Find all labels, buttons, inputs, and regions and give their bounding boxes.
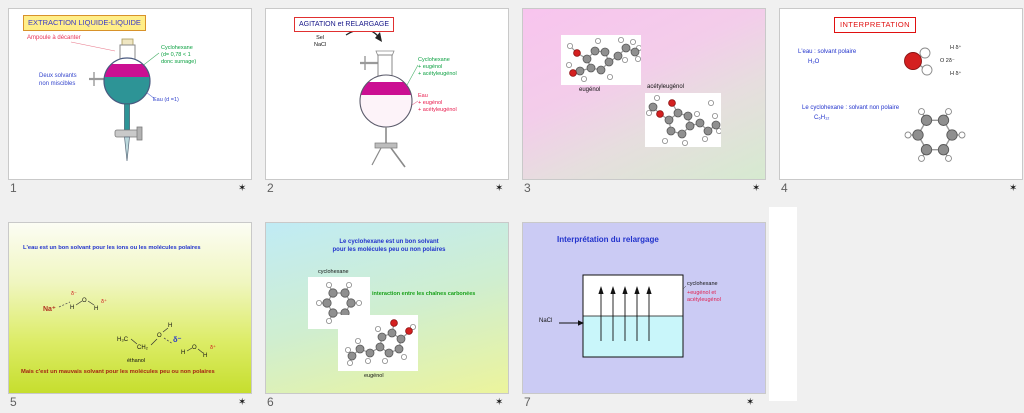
slide1-title: EXTRACTION LIQUIDE-LIQUIDE: [23, 15, 146, 31]
slide3-acetyleugenol-label: acétyleugénol: [647, 84, 685, 90]
ethanol-label: éthanol: [127, 358, 145, 364]
slide-number-1: 1: [10, 181, 17, 195]
slide4-water-label: L'eau : solvant polaire: [798, 49, 857, 55]
slide4-cyclohexane-formula: C₆H₁₂: [814, 115, 830, 121]
slide-thumbnail-1[interactable]: EXTRACTION LIQUIDE-LIQUIDE Ampoule à déc…: [8, 8, 252, 180]
separating-funnel-drawing: [70, 38, 160, 162]
slide-number-7: 7: [524, 395, 531, 409]
slide7-title: Interprétation du relargage: [557, 235, 659, 244]
transition-star-icon-2[interactable]: ✶: [495, 183, 504, 194]
slide4-lewis-o: O 2δ⁻: [940, 58, 955, 64]
relargage-diagram: [559, 274, 687, 358]
slide-thumbnail-2[interactable]: AGITATION et RELARGAGE Sel NaCl Cyclohex…: [265, 8, 509, 180]
slide6-cyclohexane-label: cyclohexane: [318, 269, 349, 275]
transition-star-icon-1[interactable]: ✶: [238, 183, 247, 194]
slide-number-3: 3: [524, 181, 531, 195]
slide5-top-statement: L'eau est un bon solvant pour les ions o…: [23, 245, 201, 251]
slide-thumbnail-4[interactable]: INTERPRETATION L'eau : solvant polaire H…: [779, 8, 1023, 180]
acetyleugenol-molecule-image: [645, 93, 721, 147]
svg-text:δ⁺: δ⁺: [101, 298, 107, 305]
flask-drawing: [345, 28, 419, 168]
slide-number-4: 4: [781, 181, 788, 195]
slide1-cyclohexane-label: Cyclohexane (d= 0,78 < 1 donc surnage): [161, 45, 197, 66]
svg-text:CH₂: CH₂: [137, 345, 149, 351]
svg-text:H: H: [70, 305, 74, 311]
slide4-water-formula: H₂O: [808, 59, 820, 65]
delta-minus-label: δ⁻: [173, 335, 182, 344]
slide-number-6: 6: [267, 395, 274, 409]
slide1-water-label: Eau (d =1): [153, 97, 179, 103]
slide1-ampoule-label: Ampoule à décanter: [27, 35, 81, 41]
svg-text:δ⁺: δ⁺: [210, 344, 216, 351]
slide6-eugenol-label: eugénol: [364, 373, 384, 379]
svg-text:H: H: [181, 350, 185, 356]
svg-text:O: O: [82, 298, 87, 304]
slide4-lewis-h-bottom: H δ⁺: [950, 71, 962, 77]
slide2-salt-label: Sel NaCl: [314, 35, 327, 49]
svg-text:H₃C: H₃C: [117, 337, 129, 343]
transition-star-icon-6[interactable]: ✶: [495, 397, 504, 408]
slide1-solvents-label: Deux solvants non miscibles: [39, 73, 77, 87]
slide-thumbnail-3[interactable]: eugénol acétyleugénol: [522, 8, 766, 180]
svg-text:O: O: [192, 345, 197, 351]
slide-number-5: 5: [10, 395, 17, 409]
slide6-top-statement: Le cyclohexane est un bon solvant pour l…: [332, 239, 446, 253]
svg-text:δ⁻: δ⁻: [71, 291, 77, 297]
slide2-cyclohexane-label: Cyclohexane + eugénol + acétyleugénol: [418, 57, 457, 78]
svg-text:H: H: [203, 353, 207, 359]
slide4-title: INTERPRETATION: [834, 17, 916, 33]
svg-text:H: H: [168, 323, 172, 329]
slide4-cyclohexane-label: Le cyclohexane : solvant non polaire: [802, 105, 900, 111]
slide6-interaction-label: interaction entre les chaînes carbonées: [372, 291, 476, 297]
solvation-schematic-drawing: Na⁺ δ⁻ H O H δ⁺ H₃C CH₂ O H δ⁻ H O H δ⁺ …: [43, 291, 216, 364]
transition-star-icon-3[interactable]: ✶: [752, 183, 761, 194]
slide7-cyclohexane-label: cyclohexane: [687, 281, 718, 287]
svg-text:O: O: [157, 333, 162, 339]
slide-thumbnail-6[interactable]: Le cyclohexane est un bon solvant pour l…: [265, 222, 509, 394]
slide4-molecules-drawing: [904, 47, 966, 162]
eugenol-molecule-image: [561, 35, 641, 85]
transition-star-icon-5[interactable]: ✶: [238, 397, 247, 408]
slide5-bottom-statement: Mais c'est un mauvais solvant pour les m…: [21, 369, 215, 375]
blank-panel: [769, 207, 797, 401]
svg-text:H: H: [94, 306, 98, 312]
slide2-title: AGITATION et RELARGAGE: [294, 17, 394, 33]
transition-star-icon-7[interactable]: ✶: [746, 397, 755, 408]
na-ion-label: Na⁺: [43, 306, 56, 313]
slide7-eugenol-label: +eugénol et acétyleugénol: [687, 290, 721, 304]
slide4-lewis-h-top: H δ⁺: [950, 45, 962, 51]
transition-star-icon-4[interactable]: ✶: [1009, 183, 1018, 194]
eugenol-molecule-image-2: [338, 315, 418, 371]
slide7-nacl-label: NaCl: [539, 318, 553, 324]
slide3-eugenol-label: eugénol: [579, 87, 601, 93]
slide2-water-label: Eau + eugénol + acétyleugénol: [418, 93, 457, 114]
slide-number-2: 2: [267, 181, 274, 195]
slide-thumbnail-7[interactable]: Interprétation du relargage NaCl cyclohe…: [522, 222, 766, 394]
slide-thumbnail-5[interactable]: Na⁺ δ⁻ H O H δ⁺ H₃C CH₂ O H δ⁻ H O H δ⁺ …: [8, 222, 252, 394]
